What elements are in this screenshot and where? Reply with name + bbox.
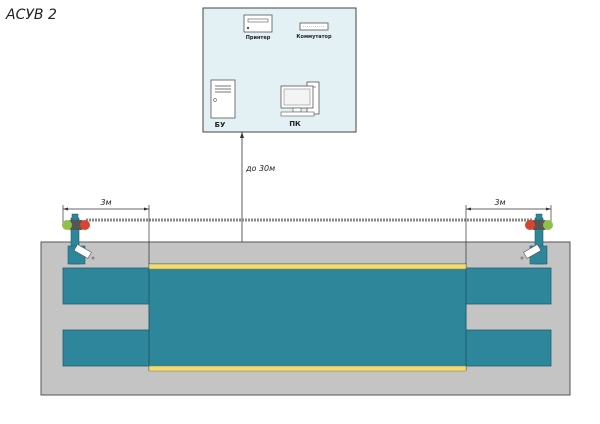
left-offset-label: 3м — [100, 198, 111, 207]
control-unit-label: БУ — [215, 121, 226, 129]
weighing-platform — [148, 263, 467, 371]
right-offset-label: 3м — [494, 198, 505, 207]
left-traffic-light-icon — [62, 220, 90, 230]
right-traffic-light-icon — [525, 220, 553, 230]
left-offset-dimension — [62, 205, 150, 264]
platform-top-rail — [148, 263, 467, 270]
platform-bottom-rail — [148, 365, 467, 372]
printer-label: Принтер — [246, 35, 271, 41]
pc-label: ПК — [289, 120, 301, 128]
control-unit-icon — [210, 79, 236, 119]
switch-icon — [299, 22, 329, 31]
left-camera-icon — [73, 243, 95, 260]
left-lower-beam — [62, 329, 150, 367]
pc-icon — [280, 81, 320, 117]
switch-label: Коммутатор — [296, 34, 332, 40]
right-upper-beam — [465, 267, 552, 305]
cable-length-label: до 30м — [245, 164, 275, 173]
right-lower-beam — [465, 329, 552, 367]
left-upper-beam — [62, 267, 150, 305]
diagram-title: АСУВ 2 — [5, 7, 57, 23]
right-camera-icon — [520, 243, 542, 260]
printer-icon — [243, 14, 273, 33]
